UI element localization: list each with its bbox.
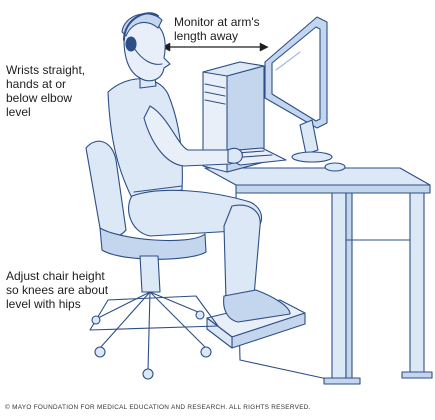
monitor-label-line: Monitor at arm's (174, 15, 260, 29)
copyright-credit: © MAYO FOUNDATION FOR MEDICAL EDUCATION … (5, 404, 311, 411)
chair-height-label: Adjust chair height so knees are about l… (6, 269, 108, 311)
arms-length-arrow (162, 43, 268, 51)
chair-label-line: level with hips (6, 297, 108, 311)
chair-label-line: so knees are about (6, 283, 108, 297)
monitor (265, 17, 332, 162)
wrist-position-label: Wrists straight, hands at or below elbow… (6, 63, 85, 119)
wrist-label-line: Wrists straight, (6, 63, 85, 77)
monitor-distance-label: Monitor at arm's length away (174, 15, 260, 43)
wrist-label-line: level (6, 105, 85, 119)
wrist-label-line: below elbow (6, 91, 85, 105)
monitor-label-line: length away (174, 29, 260, 43)
chair-label-line: Adjust chair height (6, 269, 108, 283)
mouse (325, 163, 345, 171)
wrist-label-line: hands at or (6, 77, 85, 91)
